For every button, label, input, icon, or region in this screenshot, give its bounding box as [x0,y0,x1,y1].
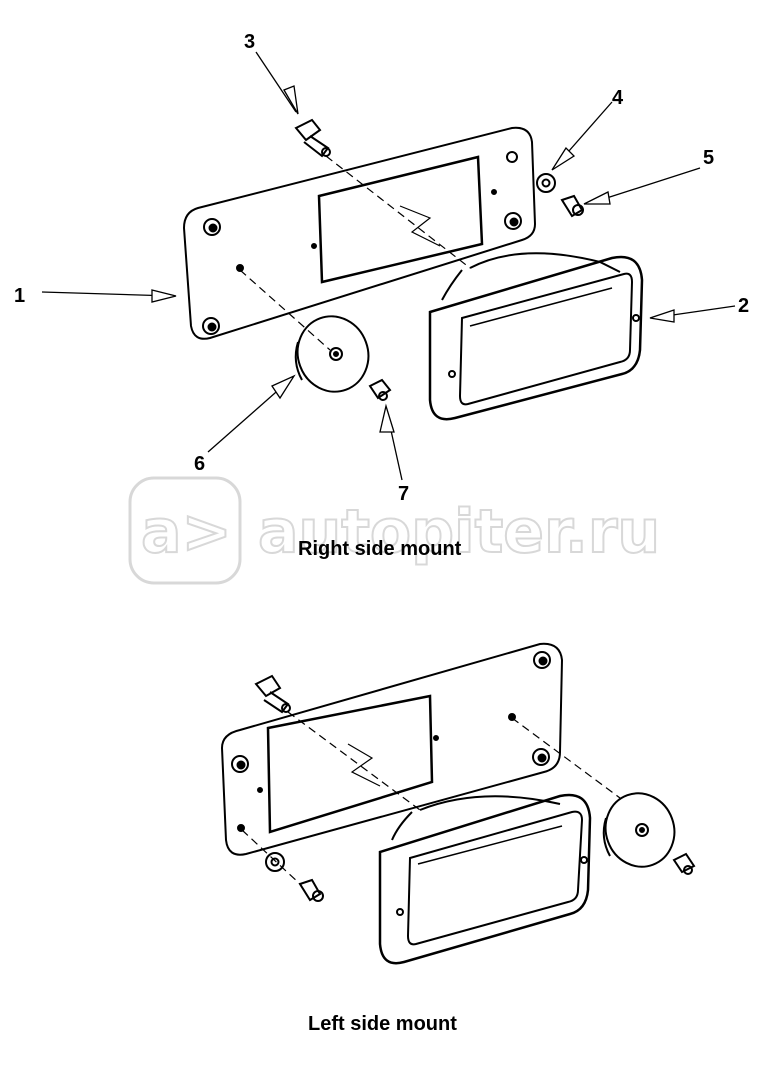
watermark-text: autopiter.ru [258,497,660,567]
bolt-left [254,674,291,714]
screw-left [298,878,324,902]
callout-label-6: 6 [194,453,205,475]
watermark-logo-glyph: a> [141,497,232,567]
cover-disc-left [602,792,676,868]
washer-left [265,852,285,872]
right-side-mount-view [41,51,736,481]
work-lamp-left [378,793,592,965]
work-lamp [428,252,644,421]
mounting-bracket-left [220,642,564,856]
left-side-mount-view [220,642,696,965]
caption-right-side-mount: Right side mount [298,538,462,560]
callout-label-4: 4 [612,87,624,109]
watermark: a> autopiter.ru [128,476,661,585]
nut-left [672,852,696,875]
assembly-lines [239,155,471,351]
assembly-lines-left [241,711,621,885]
callout-label-7: 7 [398,483,409,505]
watermark-logo-box [128,476,242,585]
callout-leaders [41,51,736,481]
screw-5 [560,194,584,218]
callout-labels: 1 2 3 4 5 6 7 [14,31,749,505]
washer-4 [536,173,556,193]
caption-left-side-mount: Left side mount [308,1013,457,1035]
callout-label-2: 2 [738,295,749,317]
cover-disc-6 [294,315,370,393]
nut-7 [368,378,392,401]
bolt-3 [294,118,331,158]
callout-label-5: 5 [703,147,714,169]
mounting-bracket [182,126,537,340]
callout-label-1: 1 [14,285,25,307]
callout-label-3: 3 [244,31,255,53]
